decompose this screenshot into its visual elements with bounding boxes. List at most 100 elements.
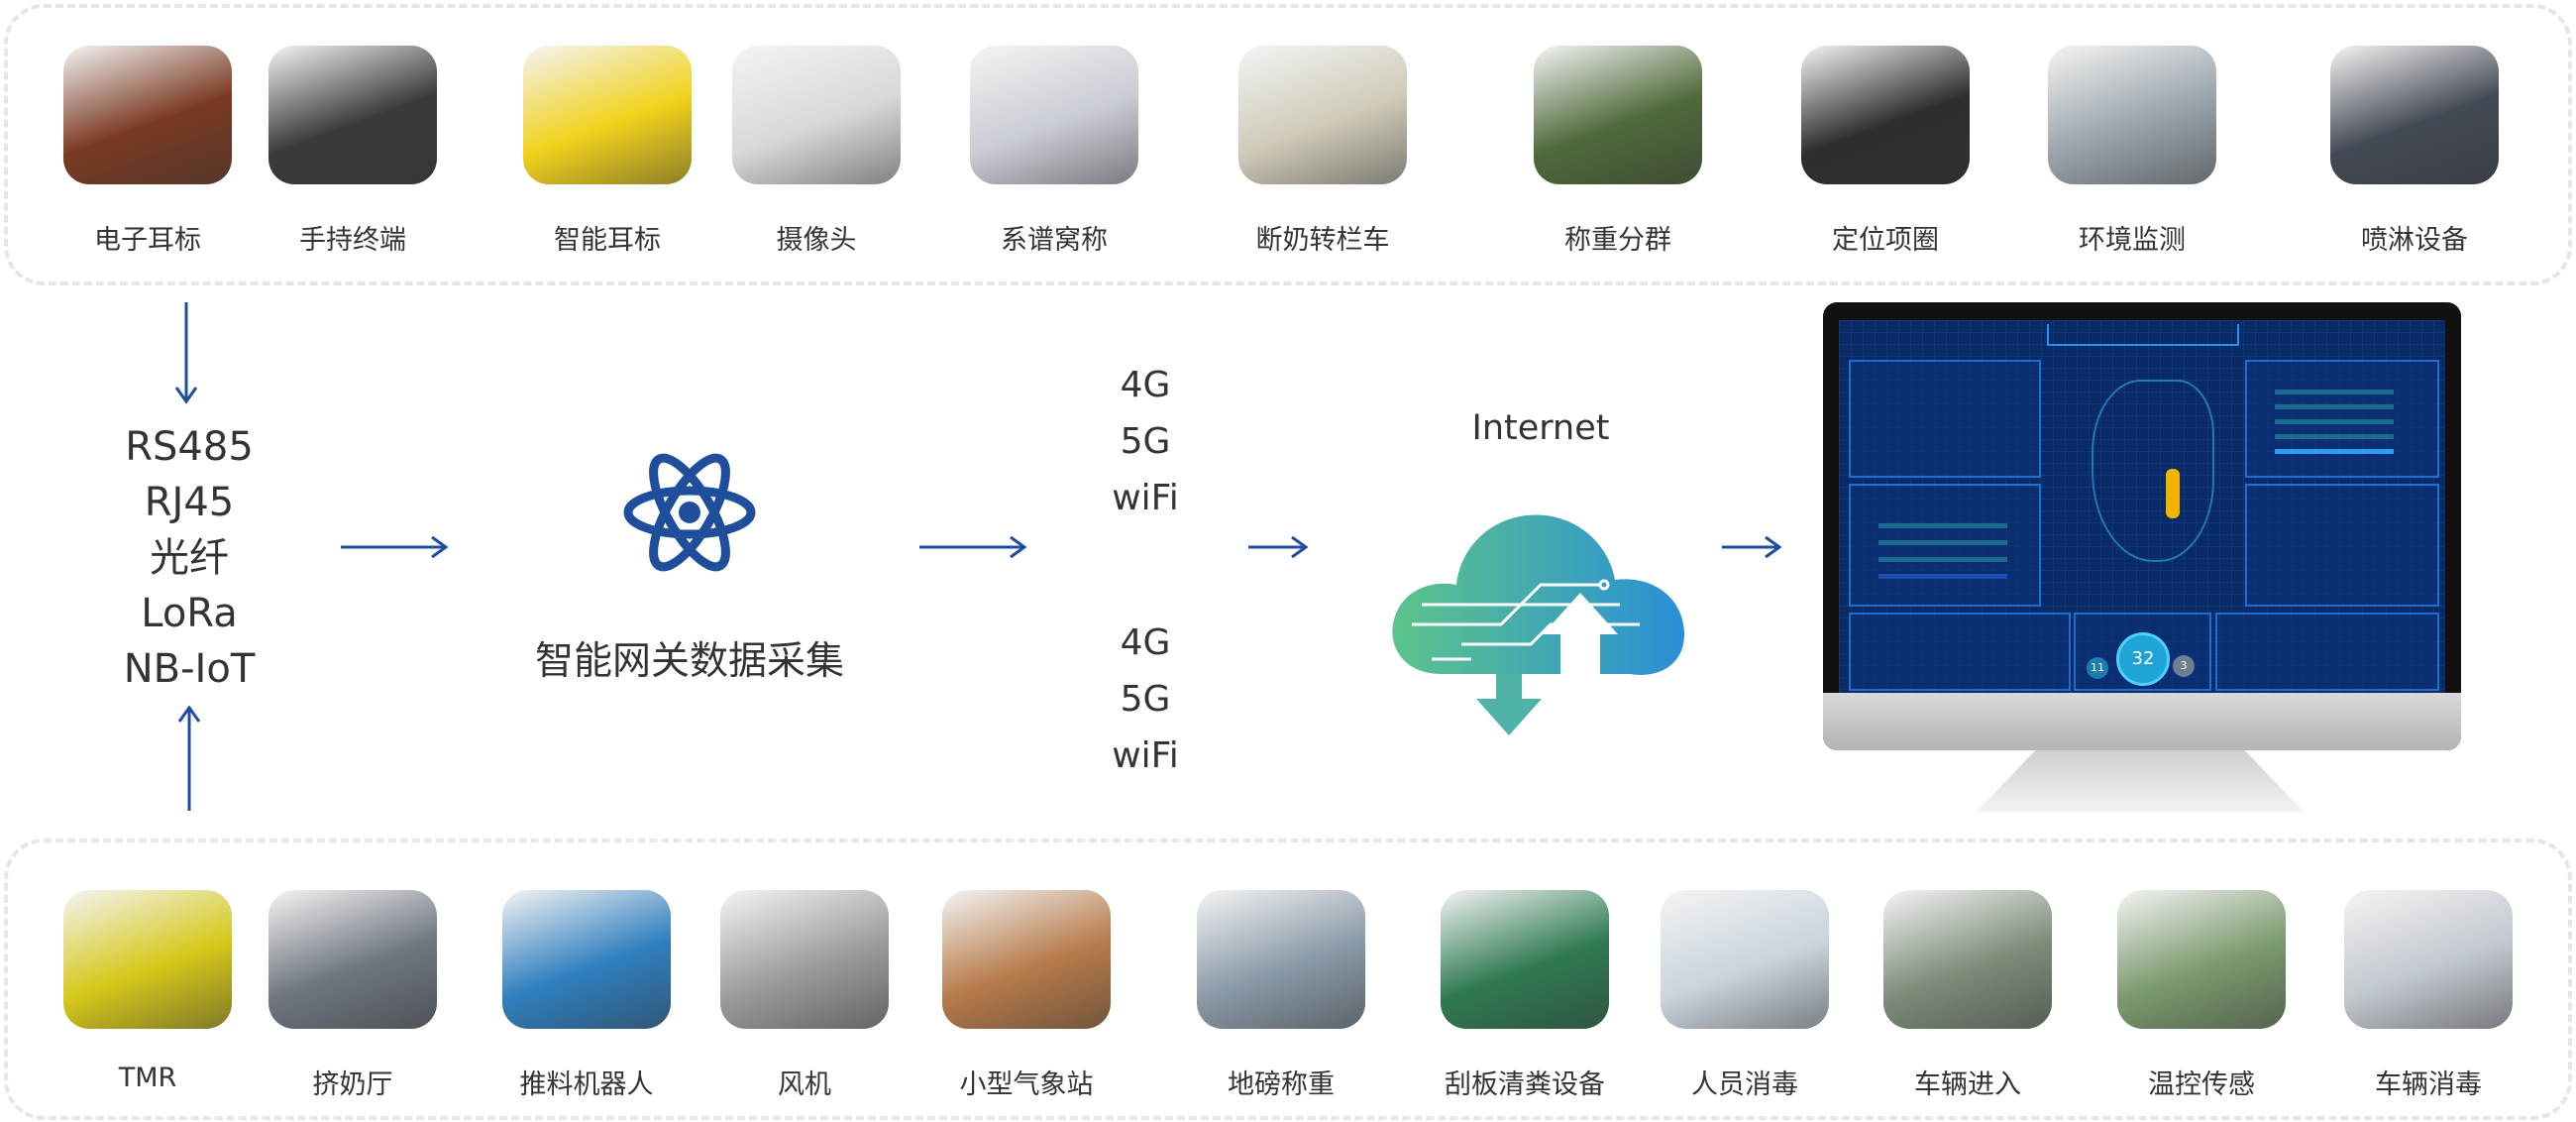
- vehicle-entry-icon: [1883, 890, 2052, 1029]
- dashboard-panel: [1849, 613, 2071, 691]
- device-label: 车辆消毒: [2375, 1069, 2482, 1100]
- device-label: 风机: [778, 1069, 831, 1100]
- protocol-item: 光纤: [150, 535, 229, 581]
- monitor: 32 11 3: [1823, 302, 2461, 750]
- device-label: 断奶转栏车: [1255, 225, 1390, 256]
- bottom-device-group: [4, 839, 2572, 1120]
- network-item: wiFi: [1112, 478, 1179, 518]
- smart-ear-tag-icon: [523, 46, 692, 184]
- device-item: 小型气象站: [927, 890, 1126, 1101]
- device-label: 温控传感: [2148, 1069, 2255, 1100]
- device-item: 智能耳标: [508, 46, 706, 257]
- dashboard-panel: [2245, 360, 2439, 478]
- network-item: wiFi: [1112, 735, 1179, 776]
- device-item: 称重分群: [1519, 46, 1717, 257]
- device-label: 挤奶厅: [312, 1069, 393, 1100]
- device-label: 推料机器人: [519, 1069, 654, 1100]
- atom-icon: [623, 453, 756, 572]
- weighing-sorting-icon: [1534, 46, 1702, 184]
- personnel-disinfection-icon: [1661, 890, 1829, 1029]
- device-label: 车辆进入: [1914, 1069, 2021, 1100]
- weather-station-icon: [942, 890, 1111, 1029]
- dashboard-panel: [1849, 484, 2041, 607]
- gateway-label: 智能网关数据采集: [534, 639, 844, 684]
- pedigree-scale-icon: [970, 46, 1138, 184]
- tmr-mixer-icon: [63, 890, 232, 1029]
- positioning-collar-icon: [1801, 46, 1970, 184]
- arrow-up-icon: [177, 706, 201, 811]
- device-item: 喷淋设备: [2315, 46, 2514, 257]
- device-label: 环境监测: [2079, 225, 2186, 256]
- device-item: TMR: [49, 890, 247, 1093]
- device-label: 定位项圈: [1832, 225, 1939, 256]
- device-label: 智能耳标: [554, 225, 661, 256]
- cloud-upload-download-icon: [1392, 514, 1684, 735]
- device-label: 刮板清粪设备: [1445, 1069, 1605, 1100]
- monitor-chin: [1823, 693, 2461, 750]
- network-item: 4G: [1120, 365, 1171, 405]
- device-item: 摄像头: [717, 46, 915, 257]
- milking-parlor-icon: [268, 890, 437, 1029]
- camera-icon: [732, 46, 901, 184]
- dashboard-right-gauge: 3: [2173, 655, 2195, 677]
- device-label: 手持终端: [299, 225, 406, 256]
- device-label: 称重分群: [1564, 225, 1671, 256]
- network-item: 4G: [1120, 622, 1171, 663]
- handheld-terminal-icon: [268, 46, 437, 184]
- protocol-item: LoRa: [141, 591, 238, 636]
- environment-monitor-icon: [2048, 46, 2216, 184]
- top-device-group: [4, 4, 2572, 285]
- device-label: 小型气象站: [959, 1069, 1094, 1100]
- device-label: 喷淋设备: [2361, 225, 2468, 256]
- weaning-cart-icon: [1238, 46, 1407, 184]
- dashboard-screen: 32 11 3: [1839, 320, 2445, 693]
- device-label: TMR: [118, 1063, 177, 1093]
- network-list-upper: 4G 5G wiFi: [1076, 357, 1215, 526]
- vehicle-disinfection-icon: [2344, 890, 2513, 1029]
- sprinkler-icon: [2330, 46, 2499, 184]
- network-list-lower: 4G 5G wiFi: [1076, 615, 1215, 784]
- weighbridge-icon: [1197, 890, 1365, 1029]
- scraper-cleaning-icon: [1441, 890, 1609, 1029]
- internet-label: Internet: [1471, 408, 1610, 448]
- feed-pushing-robot-icon: [502, 890, 671, 1029]
- device-item: 手持终端: [254, 46, 452, 257]
- device-item: 人员消毒: [1646, 890, 1844, 1101]
- network-item: 5G: [1120, 679, 1171, 720]
- device-item: 温控传感: [2102, 890, 2301, 1101]
- device-item: 推料机器人: [487, 890, 686, 1101]
- dashboard-panel: [2245, 484, 2439, 607]
- device-item: 断奶转栏车: [1224, 46, 1422, 257]
- network-item: 5G: [1120, 421, 1171, 462]
- device-item: 车辆进入: [1869, 890, 2067, 1101]
- protocol-item: NB-IoT: [123, 646, 256, 692]
- device-item: 挤奶厅: [254, 890, 452, 1101]
- dashboard-left-gauge: 11: [2087, 657, 2108, 679]
- device-label: 电子耳标: [94, 225, 201, 256]
- device-item: 系谱窝称: [955, 46, 1153, 257]
- fan-icon: [720, 890, 889, 1029]
- device-item: 环境监测: [2033, 46, 2231, 257]
- arrow-right-icon: [919, 535, 1027, 559]
- protocol-list: RS485 RJ45 光纤 LoRa NB-IoT: [90, 419, 288, 697]
- arrow-right-icon: [341, 535, 449, 559]
- device-label: 地磅称重: [1228, 1069, 1335, 1100]
- arrow-right-icon: [1248, 535, 1309, 559]
- arrow-down-icon: [174, 302, 198, 404]
- device-item: 电子耳标: [49, 46, 247, 257]
- cattle-ear-tag-icon: [63, 46, 232, 184]
- temperature-sensor-icon: [2117, 890, 2286, 1029]
- device-item: 刮板清粪设备: [1426, 890, 1624, 1101]
- device-label: 人员消毒: [1691, 1069, 1798, 1100]
- protocol-item: RS485: [125, 424, 254, 470]
- device-label: 摄像头: [776, 225, 857, 256]
- device-item: 风机: [705, 890, 904, 1101]
- dashboard-panel: [2215, 613, 2439, 691]
- device-label: 系谱窝称: [1001, 225, 1108, 256]
- device-item: 地磅称重: [1182, 890, 1380, 1101]
- monitor-stand: [1977, 750, 2304, 812]
- protocol-item: RJ45: [144, 480, 235, 525]
- device-item: 定位项圈: [1786, 46, 1985, 257]
- dashboard-center-gauge: 32: [2116, 632, 2170, 686]
- arrow-right-icon: [1722, 535, 1782, 559]
